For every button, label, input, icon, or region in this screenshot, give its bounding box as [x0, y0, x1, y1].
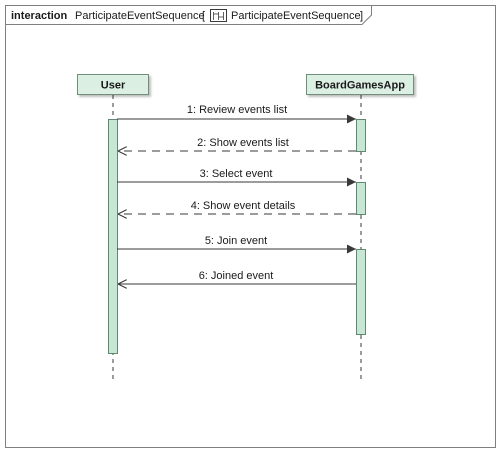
- message-2-label: 2: Show events list: [197, 137, 289, 149]
- message-6[interactable]: 6: Joined event: [118, 270, 356, 284]
- activation-bar-app-3: [356, 249, 366, 335]
- frame-header-tab: [5, 5, 372, 25]
- lifeline-user[interactable]: User: [77, 74, 149, 95]
- message-4[interactable]: 4: Show event details: [118, 200, 356, 214]
- message-3-label: 3: Select event: [200, 168, 273, 180]
- interaction-frame: [5, 5, 496, 448]
- frame-ref-name: ParticipateEventSequence: [231, 10, 361, 22]
- message-5[interactable]: 5: Join event: [117, 235, 356, 254]
- message-3[interactable]: 3: Select event: [117, 168, 356, 187]
- lifeline-boardgamesapp-label: BoardGamesApp: [315, 80, 405, 92]
- frame-open-bracket: [: [202, 10, 205, 22]
- lifeline-user-label: User: [101, 80, 126, 92]
- lifeline-boardgamesapp[interactable]: BoardGamesApp: [306, 74, 414, 95]
- frame-kind-label: interaction: [11, 10, 68, 22]
- frame-close-bracket: ]: [360, 10, 363, 22]
- lifeline-user-head: [77, 74, 149, 95]
- activation-bar-user: [108, 119, 118, 354]
- interaction-icon: [210, 9, 227, 22]
- message-1[interactable]: 1: Review events list: [117, 104, 356, 124]
- message-2[interactable]: 2: Show events list: [118, 137, 356, 151]
- lifeline-boardgamesapp-head: [306, 74, 414, 95]
- activation-bar-app-1: [356, 119, 366, 152]
- message-6-label: 6: Joined event: [199, 270, 274, 282]
- message-1-label: 1: Review events list: [187, 104, 287, 116]
- message-4-label: 4: Show event details: [191, 200, 296, 212]
- frame-name-label: ParticipateEventSequence: [75, 10, 205, 22]
- message-5-label: 5: Join event: [205, 235, 267, 247]
- activation-bar-app-2: [356, 182, 366, 215]
